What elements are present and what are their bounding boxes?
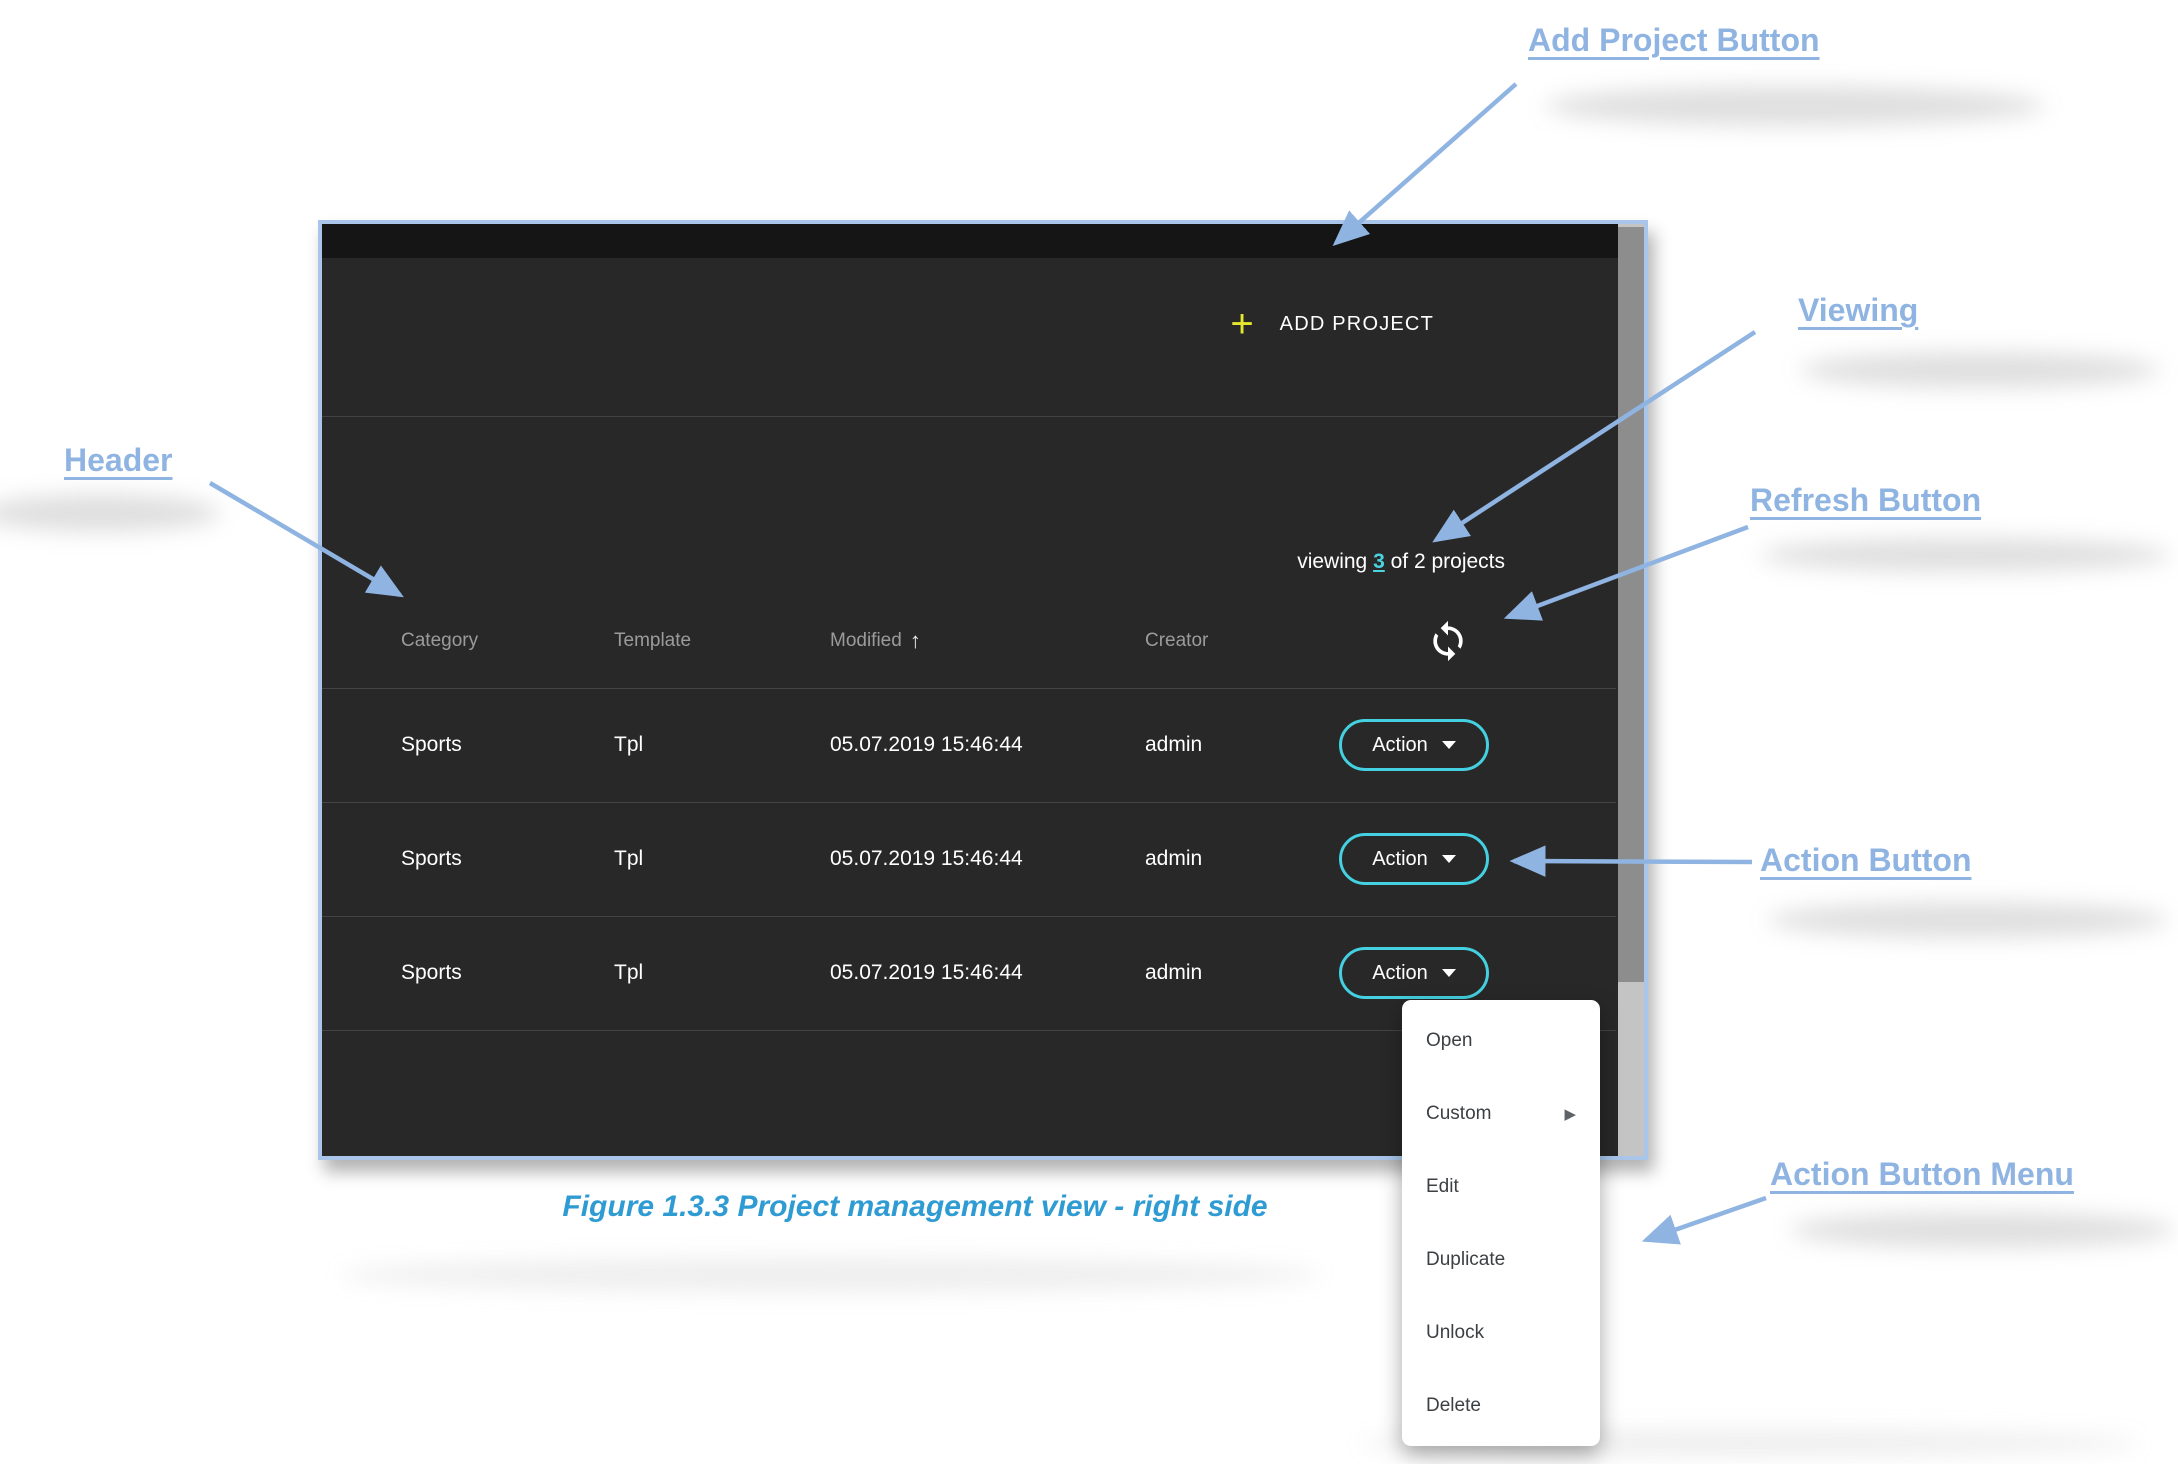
menu-item-open[interactable]: Open xyxy=(1426,1029,1473,1051)
annotation-header: Header xyxy=(64,442,173,478)
action-menu: Open Custom ▶ Edit Duplicate Unlock Dele… xyxy=(1402,1000,1600,1446)
cell-creator: admin xyxy=(1145,733,1203,756)
arrow-action-menu xyxy=(1641,1195,1767,1245)
annotation-action-button: Action Button xyxy=(1760,842,1972,878)
annotation-add-project-button: Add Project Button xyxy=(1528,22,1820,58)
action-label: Action xyxy=(1372,847,1428,870)
cell-template: Tpl xyxy=(614,733,644,756)
action-button[interactable]: Action xyxy=(1339,947,1489,999)
chevron-down-icon xyxy=(1441,855,1456,863)
annotation-action-button-menu: Action Button Menu xyxy=(1770,1156,2074,1192)
column-header-category[interactable]: Category xyxy=(401,630,479,651)
column-header-creator[interactable]: Creator xyxy=(1145,630,1209,651)
menu-item-unlock[interactable]: Unlock xyxy=(1426,1321,1485,1343)
cell-template: Tpl xyxy=(614,847,644,870)
menu-item-custom[interactable]: Custom ▶ xyxy=(1402,1079,1600,1149)
chevron-down-icon xyxy=(1441,969,1456,977)
cell-creator: admin xyxy=(1145,847,1203,870)
cell-category: Sports xyxy=(401,961,462,984)
modified-label: Modified xyxy=(830,630,902,651)
cell-template: Tpl xyxy=(614,961,644,984)
column-header-modified[interactable]: Modified ↑ xyxy=(830,628,1145,654)
submenu-arrow-icon: ▶ xyxy=(1564,1105,1576,1123)
menu-item-delete[interactable]: Delete xyxy=(1426,1394,1481,1416)
shadow-smudge xyxy=(1768,902,2168,938)
action-button[interactable]: Action xyxy=(1339,833,1489,885)
cell-modified: 05.07.2019 15:46:44 xyxy=(830,961,1023,984)
viewing-status: viewing 3 of 2 projects xyxy=(1297,550,1505,574)
figure-caption: Figure 1.3.3 Project management view - r… xyxy=(562,1190,1268,1223)
chevron-down-icon xyxy=(1441,741,1456,749)
shadow-smudge xyxy=(1800,352,2160,388)
shadow-smudge xyxy=(1760,538,2170,572)
cell-category: Sports xyxy=(401,847,462,870)
cell-modified: 05.07.2019 15:46:44 xyxy=(830,847,1023,870)
annotation-viewing: Viewing xyxy=(1798,292,1919,328)
scrollbar-thumb[interactable] xyxy=(1618,227,1644,982)
sort-ascending-icon: ↑ xyxy=(909,628,921,653)
menu-item-edit[interactable]: Edit xyxy=(1426,1175,1459,1197)
plus-icon: + xyxy=(1230,302,1254,346)
toolbar-divider xyxy=(322,416,1616,417)
custom-label: Custom xyxy=(1426,1102,1492,1124)
refresh-button[interactable] xyxy=(1424,617,1472,665)
cell-creator: admin xyxy=(1145,961,1203,984)
viewing-suffix: of 2 projects xyxy=(1384,550,1505,573)
action-button[interactable]: Action xyxy=(1339,719,1489,771)
table-row: Sports Tpl 05.07.2019 15:46:44 admin Act… xyxy=(322,916,1616,1031)
viewing-count-link[interactable]: 3 xyxy=(1373,550,1385,573)
cell-category: Sports xyxy=(401,733,462,756)
shadow-smudge xyxy=(340,1258,1320,1292)
column-header-template[interactable]: Template xyxy=(614,630,692,651)
menu-item-duplicate[interactable]: Duplicate xyxy=(1426,1248,1506,1270)
annotation-refresh-button: Refresh Button xyxy=(1750,482,1982,518)
add-project-label: ADD PROJECT xyxy=(1279,312,1434,335)
shadow-smudge xyxy=(1790,1212,2175,1248)
table-row: Sports Tpl 05.07.2019 15:46:44 admin Act… xyxy=(322,688,1616,803)
shadow-smudge xyxy=(0,494,220,532)
panel-top-strip xyxy=(322,224,1644,258)
scrollbar[interactable] xyxy=(1618,224,1644,1156)
sync-icon xyxy=(1433,620,1463,662)
shadow-smudge xyxy=(1545,86,2045,126)
action-label: Action xyxy=(1372,961,1428,984)
add-project-button[interactable]: + ADD PROJECT xyxy=(1224,300,1440,348)
table-header-row: Category Template Modified ↑ Creator xyxy=(322,594,1616,689)
table-row: Sports Tpl 05.07.2019 15:46:44 admin Act… xyxy=(322,802,1616,917)
action-label: Action xyxy=(1372,733,1428,756)
viewing-prefix: viewing xyxy=(1297,550,1374,573)
cell-modified: 05.07.2019 15:46:44 xyxy=(830,733,1023,756)
